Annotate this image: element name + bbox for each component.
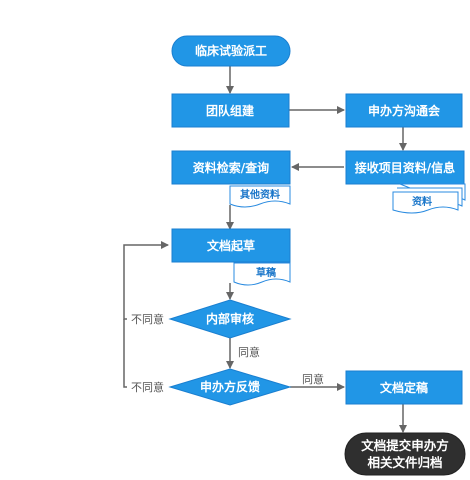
- edge-label-feedback-agree: 同意: [302, 372, 324, 386]
- node-start-label: 临床试验派工: [195, 43, 267, 58]
- doc-draft-label: 草稿: [256, 266, 276, 279]
- doc-draft: 草稿: [233, 262, 291, 286]
- node-search-label: 资料检索/查询: [193, 160, 269, 175]
- doc-materials-label: 资料: [412, 195, 432, 208]
- node-draft: [171, 228, 291, 263]
- edge-review-disagree-loop: [123, 241, 170, 320]
- edge-label-review-disagree: 不同意: [131, 312, 164, 326]
- node-sponsor-feedback: [168, 368, 292, 406]
- node-team-label: 团队组建: [206, 103, 255, 118]
- node-internal-review: [168, 299, 292, 339]
- node-finalize: [345, 370, 463, 405]
- edge-label-bg: [127, 378, 171, 394]
- edge-label-feedback-disagree: 不同意: [131, 380, 164, 394]
- node-sponsor-meeting-label: 申办方沟通会: [368, 103, 441, 118]
- doc-other-materials-label: 其他资料: [240, 188, 280, 201]
- node-finalize-label: 文档定稿: [380, 380, 428, 395]
- node-internal-review-label: 内部审核: [206, 311, 254, 326]
- edge-label-bg: [127, 310, 171, 326]
- node-submit-label-line2: 相关文件归档: [367, 455, 442, 470]
- node-draft-label: 文档起草: [207, 238, 255, 253]
- node-submit: [344, 432, 466, 476]
- node-receive-label: 接收项目资料/信息: [355, 160, 455, 175]
- node-search: [171, 150, 291, 185]
- node-start: [171, 35, 291, 67]
- node-sponsor-feedback-label: 申办方反馈: [200, 379, 260, 394]
- edge-feedback-disagree-loop: [123, 319, 170, 388]
- doc-materials: 资料: [392, 183, 466, 214]
- doc-other-materials: 其他资料: [229, 185, 291, 208]
- node-submit-label-line1: 文档提交申办方: [361, 438, 449, 453]
- node-sponsor-meeting: [345, 93, 463, 128]
- edge-label-review-agree: 同意: [238, 345, 260, 359]
- node-team: [171, 93, 290, 128]
